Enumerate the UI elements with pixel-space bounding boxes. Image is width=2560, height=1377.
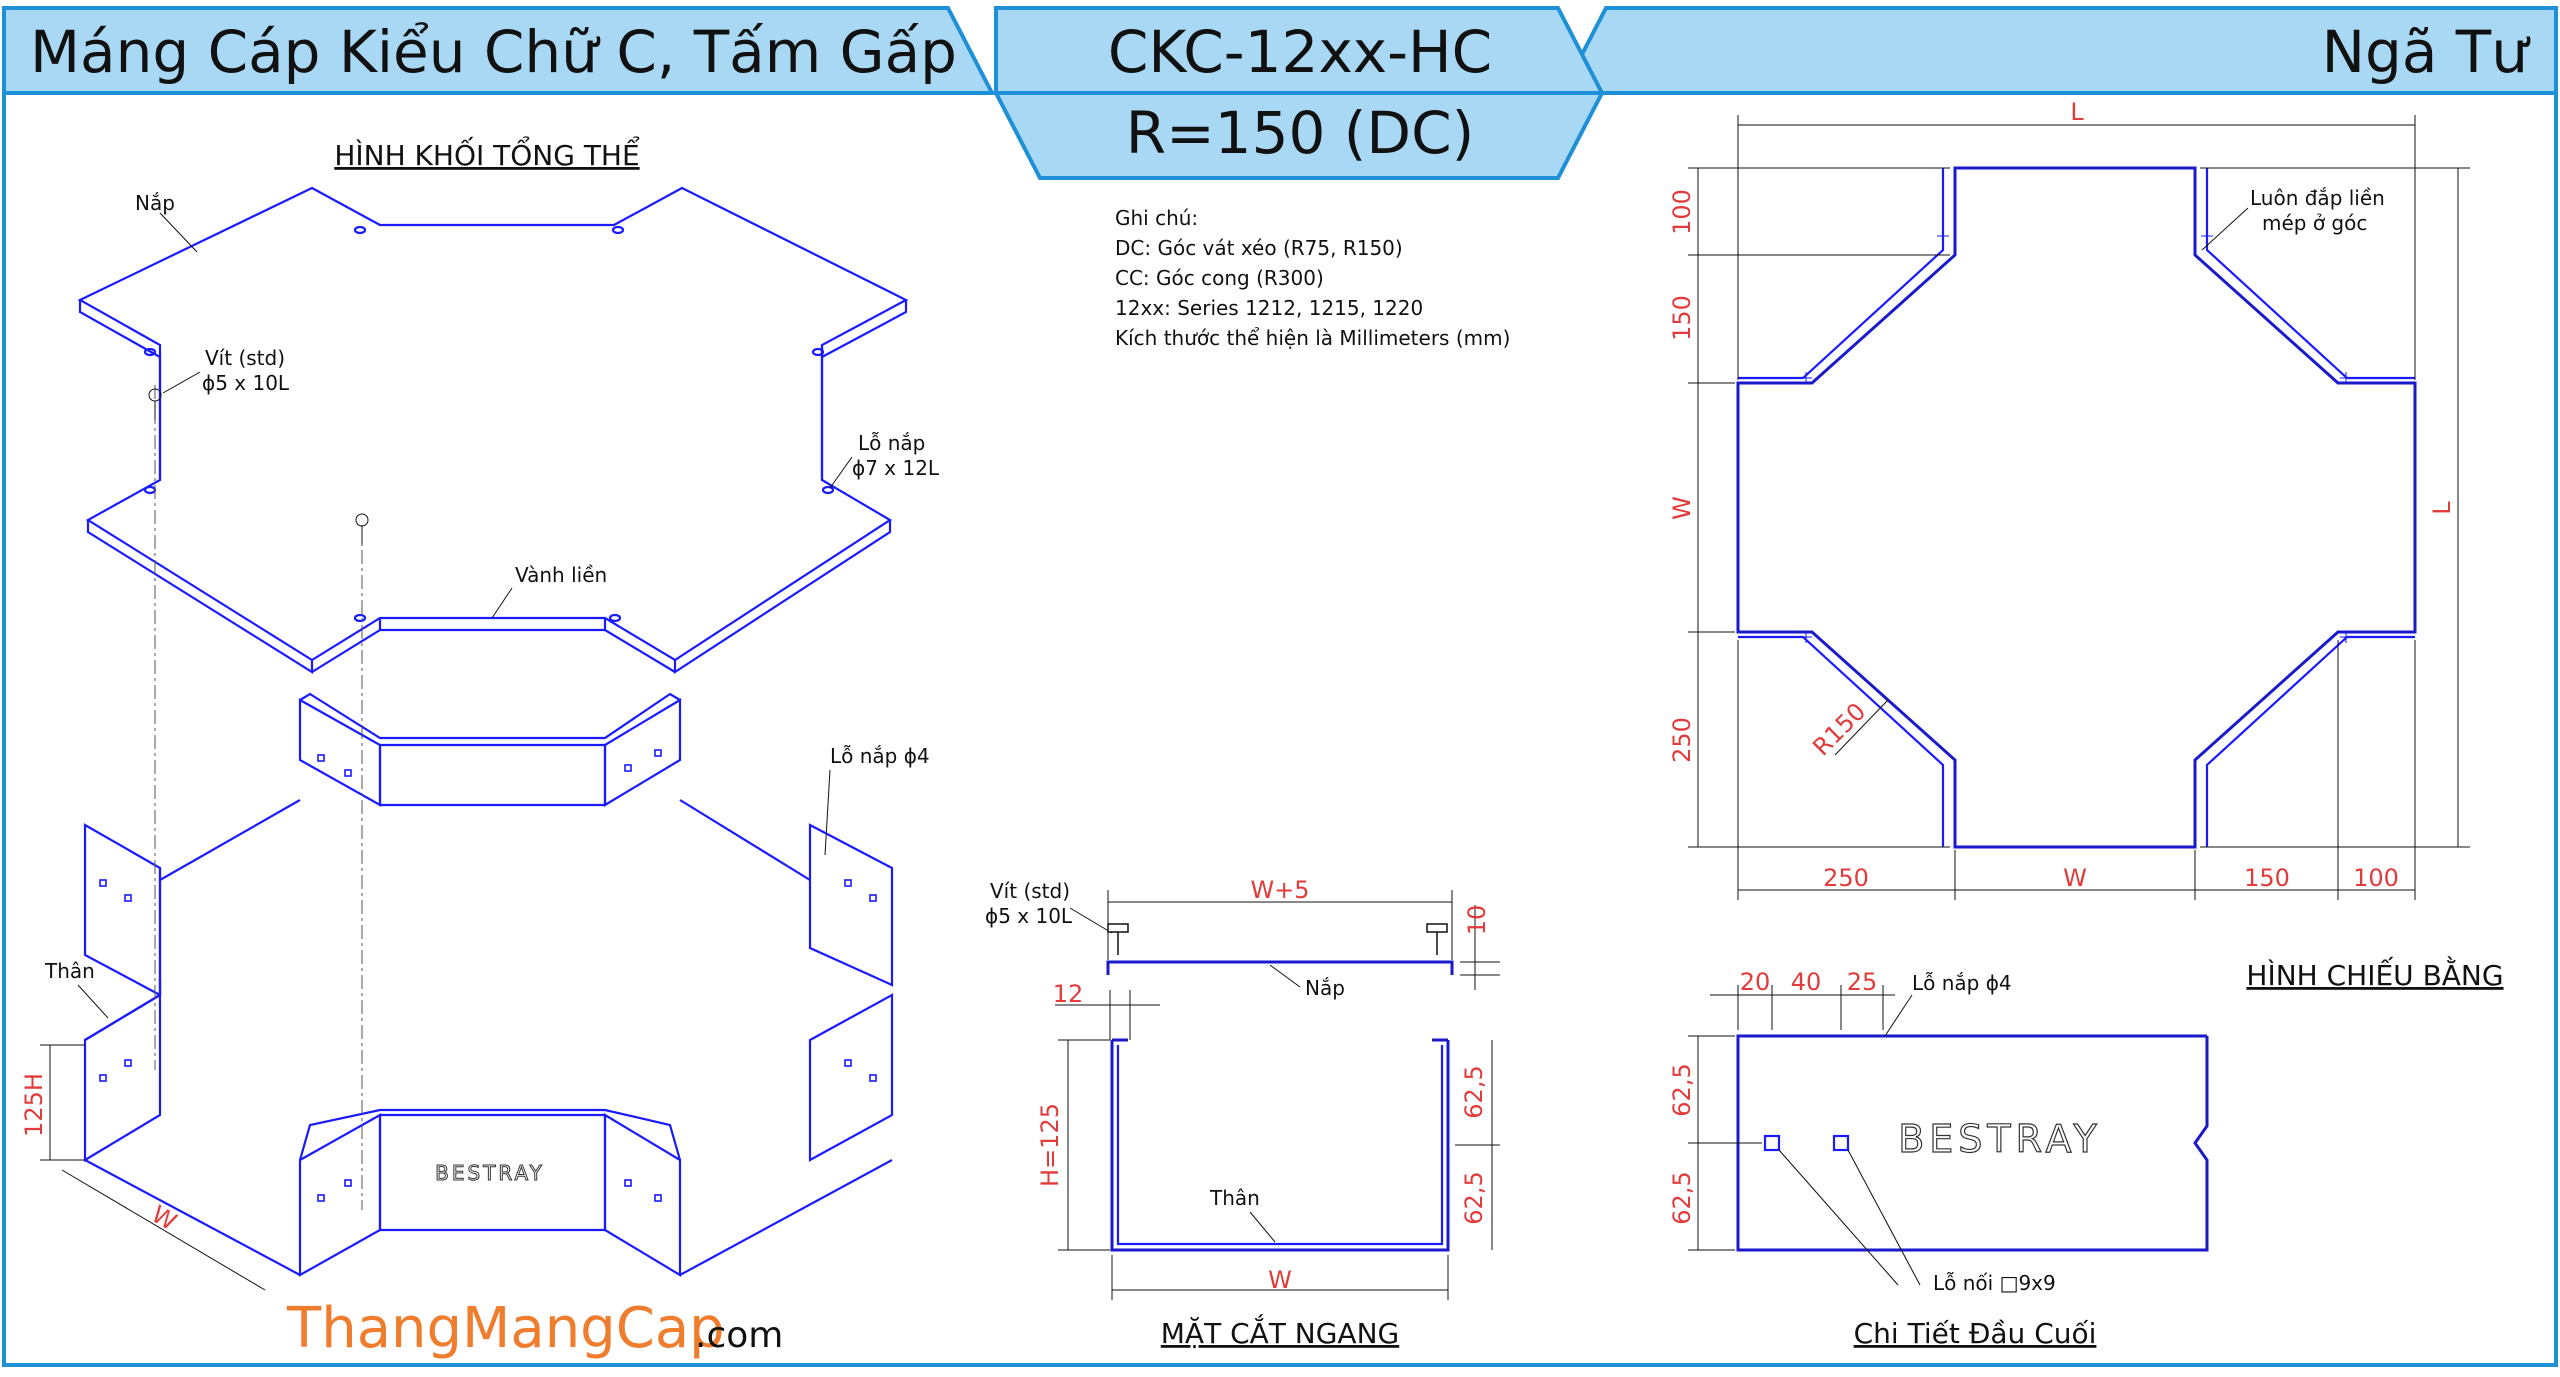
section-view: Vít (std) ϕ5 x 10L W+5 Nắp 10 12 Thân [985,876,1500,1350]
end-dim-20: 20 [1740,968,1771,996]
iso-lid-hole-label-1: Lỗ nắp [858,431,925,455]
plan-dim-100-left: 100 [1668,189,1696,235]
plan-note-1: Luôn đắp liền [2250,186,2385,210]
end-dim-40: 40 [1791,968,1822,996]
watermark-logo: ThangMangCap .com [286,1296,783,1361]
watermark-main: ThangMangCap [286,1296,725,1361]
plan-heading: HÌNH CHIẾU BẰNG [2246,955,2503,992]
radius-spec: R=150 (DC) [1126,99,1474,167]
iso-screw-label-2: ϕ5 x 10L [202,371,290,395]
plan-dim-L-right: L [2428,501,2456,515]
notes-title: Ghi chú: [1115,206,1198,230]
end-dim-62-bottom: 62,5 [1668,1171,1696,1224]
end-heading: Chi Tiết Đầu Cuối [1854,1317,2097,1350]
section-dim-top: W+5 [1250,876,1309,904]
notes: Ghi chú: DC: Góc vát xéo (R75, R150) CC:… [1115,206,1510,350]
iso-brand: BESTRAY [435,1161,545,1185]
iso-view: HÌNH KHỐI TỔNG THỂ [20,135,940,1291]
iso-body-label: Thân [44,959,95,983]
plan-dim-250-bottom: 250 [1823,864,1869,892]
iso-screws [148,385,369,1210]
end-dim-25: 25 [1847,968,1878,996]
plan-dim-150-bottom: 150 [2244,864,2290,892]
plan-view: L L 100 150 W 250 250 W 150 100 R150 Luô… [1668,98,2504,992]
plan-dim-W-bottom: W [2063,864,2087,892]
iso-lid [77,186,909,675]
plan-dim-150-left: 150 [1668,295,1696,341]
product-code: CKC-12xx-HC [1108,18,1492,86]
iso-lid-hole-label-2: ϕ7 x 12L [852,456,940,480]
watermark-suffix: .com [695,1315,783,1356]
left-title: Máng Cáp Kiểu Chữ C, Tấm Gấp [30,18,957,86]
section-screw-label-1: Vít (std) [990,879,1070,903]
end-slot-label: Lỗ nối □9x9 [1933,1271,2056,1295]
section-dim-width: W [1268,1266,1292,1294]
plan-dim-100-bottom: 100 [2353,864,2399,892]
section-screws [1107,923,1448,955]
end-brand: BESTRAY [1898,1117,2102,1161]
plan-marks [1800,230,2352,643]
section-body-label: Thân [1209,1186,1260,1210]
end-dim-62-top: 62,5 [1668,1063,1696,1116]
notes-line-4: Kích thước thể hiện là Millimeters (mm) [1115,326,1510,350]
section-dim-half-1: 62,5 [1460,1065,1488,1118]
iso-body-hole-label: Lỗ nắp ϕ4 [830,744,930,768]
plan-dim-W-left: W [1668,496,1696,520]
iso-screw-label-1: Vít (std) [205,346,285,370]
notes-line-3: 12xx: Series 1212, 1215, 1220 [1115,296,1423,320]
section-dim-lip: 12 [1053,980,1084,1008]
end-hole-label: Lỗ nắp ϕ4 [1912,971,2012,995]
section-screw-label-2: ϕ5 x 10L [985,904,1073,928]
plan-note-2: mép ở góc [2262,211,2367,235]
plan-dim-L-top: L [2070,98,2084,126]
plan-dim-250-left: 250 [1668,717,1696,763]
section-lid-label: Nắp [1305,976,1345,1000]
iso-body-holes [99,749,877,1202]
section-dim-height: H=125 [1036,1103,1064,1187]
notes-line-2: CC: Góc cong (R300) [1115,266,1324,290]
iso-lid-label: Nắp [135,191,175,215]
section-dim-gap: 10 [1463,905,1491,936]
iso-rim-label: Vành liền [515,563,607,587]
right-title: Ngã Tư [2322,18,2532,86]
iso-heading: HÌNH KHỐI TỔNG THỂ [334,135,640,172]
section-dim-half-2: 62,5 [1460,1171,1488,1224]
end-detail: BESTRAY 20 40 25 Lỗ nắp ϕ4 62,5 62,5 Lỗ … [1668,968,2209,1350]
notes-line-1: DC: Góc vát xéo (R75, R150) [1115,236,1403,260]
section-heading: MẶT CẮT NGANG [1161,1313,1399,1350]
iso-dim-height: 125H [20,1073,48,1137]
iso-body: BESTRAY [83,692,894,1277]
